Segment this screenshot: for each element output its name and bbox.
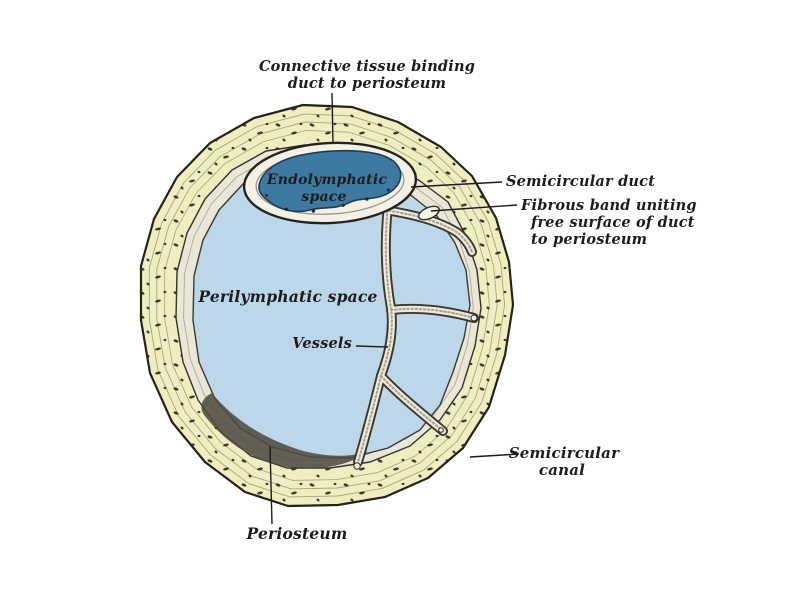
label-periosteum: Periosteum <box>246 524 348 543</box>
label-fibrous-line2: free surface of duct <box>530 214 695 231</box>
periosteum-thickening <box>201 393 368 469</box>
label-endolymphatic-line2: space <box>301 189 346 205</box>
label-vessels: Vessels <box>292 335 352 352</box>
leader-semicircular-duct <box>410 181 503 188</box>
label-fibrous-line3: to periosteum <box>531 231 647 248</box>
leader-fibrous-band <box>430 204 518 212</box>
endolymph-granules <box>265 188 390 213</box>
leader-connective <box>331 92 334 145</box>
leader-semicircular-canal <box>469 453 520 458</box>
label-semicircular-duct: Semicircular duct <box>506 173 655 190</box>
leader-lines <box>269 92 520 525</box>
label-semicircular-canal-line2: canal <box>539 461 585 479</box>
vessel-septa <box>353 201 479 467</box>
label-endolymphatic-line1: Endolymphatic <box>266 172 387 188</box>
label-semicircular-canal-line1: Semicircular <box>509 444 620 462</box>
fibrous-band-region <box>418 205 440 221</box>
labels: Connective tissue binding duct to perios… <box>197 58 696 543</box>
label-connective-line2: duct to periosteum <box>288 75 446 92</box>
semicircular-duct-region <box>242 141 418 225</box>
label-connective-line1: Connective tissue binding <box>259 58 475 75</box>
label-perilymphatic: Perilymphatic space <box>197 287 377 306</box>
leader-vessels <box>355 345 389 348</box>
leader-periosteum <box>269 445 273 525</box>
label-fibrous-line1: Fibrous band uniting <box>520 197 697 214</box>
vessel-lumen-nodes <box>353 314 478 470</box>
endolymphatic-space-region <box>258 149 402 213</box>
